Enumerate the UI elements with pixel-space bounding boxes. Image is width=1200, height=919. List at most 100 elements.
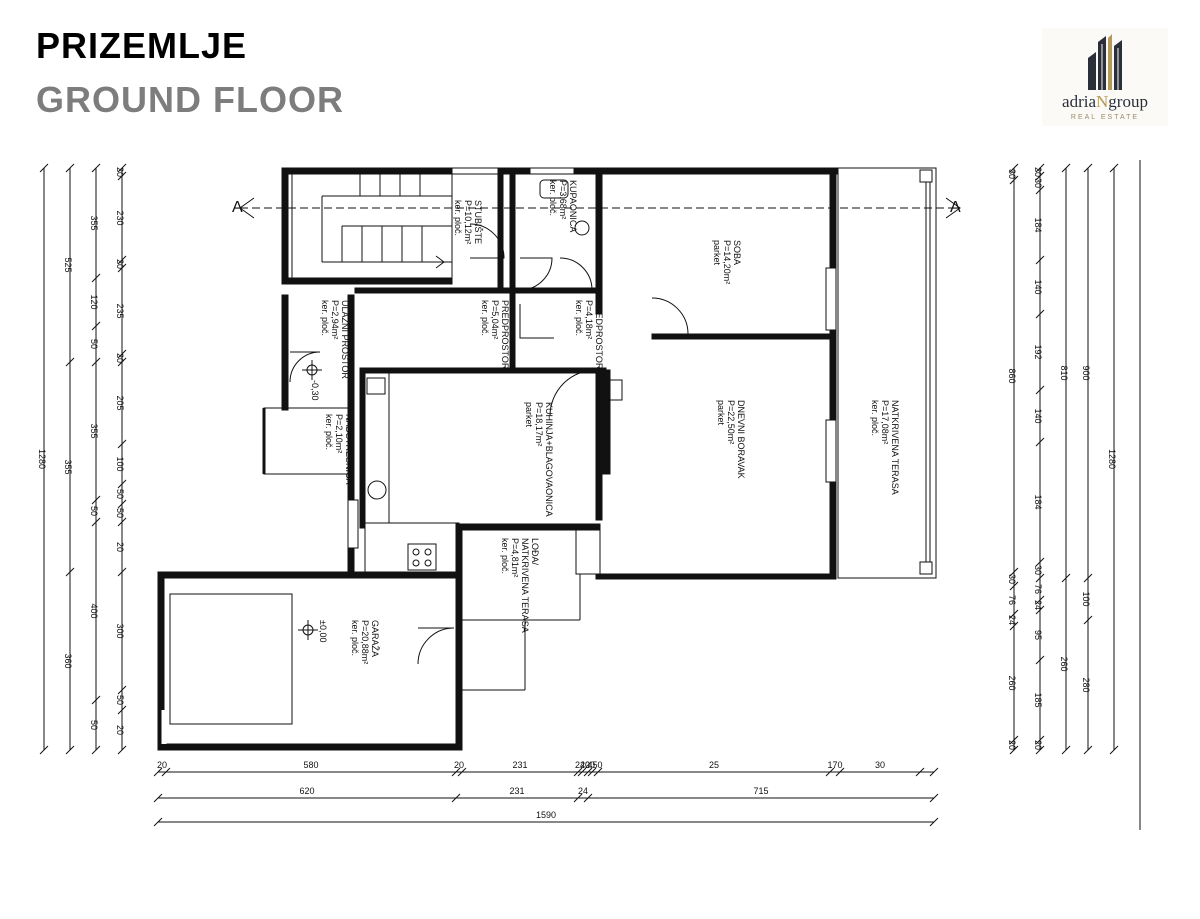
kitchen-lower-counter [364, 522, 460, 574]
svg-text:ker. ploč.: ker. ploč. [453, 200, 463, 236]
dim-right4-0: 1280 [1107, 449, 1117, 469]
dim-left1-5: 205 [115, 395, 125, 410]
svg-text:DNEVNI BORAVAK: DNEVNI BORAVAK [736, 400, 746, 479]
dim-bottom1-4: 24 [575, 760, 585, 770]
logo-building-icon [1088, 34, 1122, 90]
dimension-lines: 2023020235202051005050203005020355120503… [37, 160, 1141, 830]
dim-left1-7: 50 [115, 489, 125, 499]
room-label-dnevni-boravak: DNEVNI BORAVAK P=22,50m² parket [716, 400, 746, 479]
wall-room-south [651, 333, 837, 340]
room-label-kupaonica: KUPAONICA P=3,68m² ker. ploč. [548, 180, 578, 232]
dim-right1-7: 30 [1033, 565, 1043, 575]
svg-text:P=2,94m²: P=2,94m² [330, 300, 340, 339]
dim-right5-1: 260 [1059, 656, 1069, 671]
svg-text:ker. ploč.: ker. ploč. [574, 300, 584, 336]
dim-bottom1-8: 25 [709, 760, 719, 770]
dim-right2-4: 24 [1007, 615, 1017, 625]
svg-text:GARAŽA: GARAŽA [370, 620, 380, 657]
dim-left3-0: 525 [63, 257, 73, 272]
terrace-post-north [919, 169, 933, 183]
dim-right1-8: 76 [1033, 584, 1043, 594]
svg-text:NATKRIVENA TERASA: NATKRIVENA TERASA [520, 538, 530, 633]
window-bath [529, 167, 575, 175]
room-label-kuhinja: KUHINJA+BLAGOVAONICA P=18,17m² parket [524, 402, 554, 517]
level-label-garage: ±0,00 [318, 620, 328, 642]
dim-left2-0: 355 [89, 215, 99, 230]
dim-right1-10: 95 [1033, 630, 1043, 640]
dim-right1-6: 184 [1033, 494, 1043, 509]
svg-text:P=17,08m²: P=17,08m² [880, 400, 890, 444]
company-logo: adriaNgroup REAL ESTATE [1042, 28, 1168, 126]
svg-text:NADSTREŠNICA: NADSTREŠNICA [344, 414, 354, 485]
svg-text:KUHINJA+BLAGOVAONICA: KUHINJA+BLAGOVAONICA [544, 402, 554, 517]
svg-text:STUBIŠTE: STUBIŠTE [473, 200, 483, 244]
wall-entry-west [281, 294, 289, 411]
room-label-stubiste: STUBIŠTE P=10,12m² ker. ploč. [453, 200, 483, 244]
cooktop-icon [407, 543, 437, 571]
door-entry [289, 351, 321, 383]
svg-text:P=4,18m²: P=4,18m² [584, 300, 594, 339]
svg-text:ker. ploč.: ker. ploč. [500, 538, 510, 574]
section-label-left: A [232, 199, 243, 216]
page-title-local: PRIZEMLJE [36, 25, 248, 66]
logo-word-a: adria [1062, 92, 1097, 111]
svg-text:LOĐA/: LOĐA/ [530, 538, 540, 566]
svg-text:ker. ploč.: ker. ploč. [320, 300, 330, 336]
dim-left1-6: 100 [115, 456, 125, 471]
wall-garage-south [157, 743, 463, 751]
dim-left1-1: 230 [115, 210, 125, 225]
room-label-predprostor-1: PREDPROSTOR P=5,04m² ker. ploč. [480, 300, 510, 370]
dim-right3-0: 900 [1081, 365, 1091, 380]
svg-text:ker. ploč.: ker. ploč. [480, 300, 490, 336]
wall-stair-south [281, 277, 453, 285]
svg-text:ker. ploč.: ker. ploč. [324, 414, 334, 450]
dim-left1-4: 20 [115, 353, 125, 363]
dim-left1-9: 20 [115, 542, 125, 552]
logo-word-c: group [1108, 92, 1148, 111]
floor-plan: A A STUBIŠTE P=10,12m² ker. ploč. KUPAON… [37, 160, 1141, 830]
dim-bottom1-5: 20 [580, 760, 590, 770]
svg-text:P=18,17m²: P=18,17m² [534, 402, 544, 446]
svg-text:ker. ploč.: ker. ploč. [870, 400, 880, 436]
svg-text:parket: parket [716, 400, 726, 426]
dim-left1-8: 50 [115, 508, 125, 518]
dim-right1-5: 140 [1033, 408, 1043, 423]
dim-bottom1-1: 580 [303, 760, 318, 770]
room-label-predprostor-2: PREDPROSTOR P=4,18m² ker. ploč. [574, 300, 604, 370]
dim-bottom2-2: 24 [578, 786, 588, 796]
section-arrow-left [239, 197, 255, 219]
dim-left1-0: 20 [115, 167, 125, 177]
wall-garage-east [455, 577, 463, 751]
section-label-right: A [950, 199, 961, 216]
svg-text:PREDPROSTOR: PREDPROSTOR [500, 300, 510, 370]
level-label-entry: -0,30 [310, 380, 320, 401]
door-kitchen [549, 369, 597, 417]
door-garage [417, 627, 455, 665]
bathtub-icon [539, 179, 569, 199]
column [595, 369, 611, 475]
svg-text:P=14,20m²: P=14,20m² [722, 240, 732, 284]
svg-text:ker. ploč.: ker. ploč. [548, 180, 558, 216]
svg-text:P=2,10m²: P=2,10m² [334, 414, 344, 453]
dim-left1-11: 50 [115, 695, 125, 705]
svg-text:P=22,50m²: P=22,50m² [726, 400, 736, 444]
dim-left4-0: 1280 [37, 449, 47, 469]
stove-icon [366, 377, 386, 395]
dim-left1-10: 300 [115, 623, 125, 638]
dim-left1-12: 20 [115, 725, 125, 735]
svg-text:SOBA: SOBA [732, 240, 742, 265]
terrace-outline [837, 167, 937, 579]
dim-left1-3: 235 [115, 303, 125, 318]
logo-subtitle: REAL ESTATE [1070, 114, 1140, 121]
dim-right5-0: 810 [1059, 365, 1069, 380]
room-label-soba: SOBA P=14,20m² parket [712, 240, 742, 284]
wall-east [829, 167, 837, 579]
wall-hall [354, 287, 599, 294]
chimney-icon [601, 379, 623, 401]
wall-hall-mid [509, 289, 516, 371]
dim-left2-4: 50 [89, 506, 99, 516]
svg-text:parket: parket [712, 240, 722, 266]
svg-text:-0,30: -0,30 [310, 380, 320, 401]
dim-left3-2: 360 [63, 653, 73, 668]
dim-bottom1-9: 170 [827, 760, 842, 770]
